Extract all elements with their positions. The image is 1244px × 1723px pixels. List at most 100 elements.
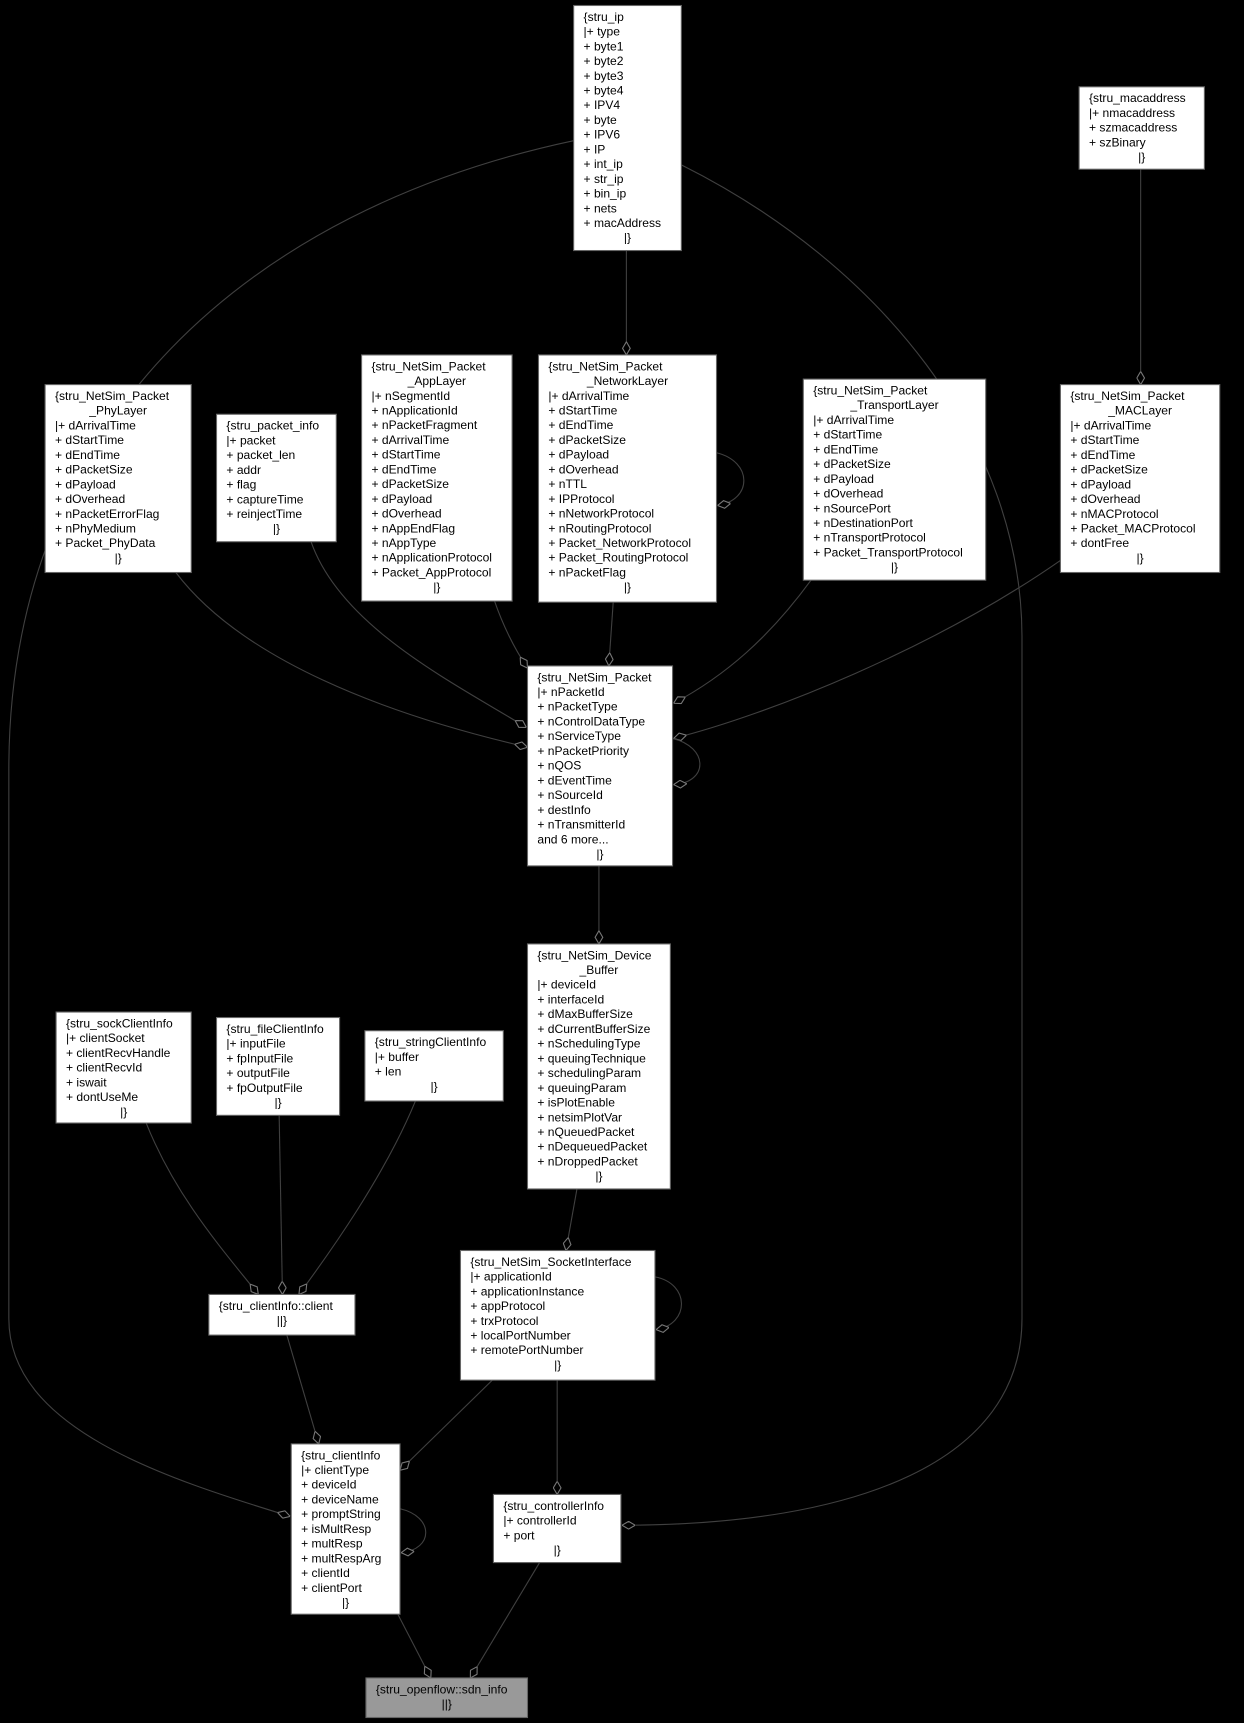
class-member: + isMultResp xyxy=(301,1522,371,1536)
class-box xyxy=(361,354,513,602)
class-node-app[interactable]: {stru_NetSim_Packet_AppLayer|+ nSegmentI… xyxy=(361,354,513,602)
class-member: + dOverhead xyxy=(1070,492,1140,506)
class-member: + remotePortNumber xyxy=(470,1343,583,1357)
class-member: + deviceName xyxy=(301,1492,379,1506)
class-box xyxy=(365,1677,529,1719)
class-member: + byte4 xyxy=(584,84,624,98)
class-member: + bin_ip xyxy=(584,187,627,201)
class-member: |+ clientSocket xyxy=(66,1031,145,1045)
class-member: + byte xyxy=(584,113,618,127)
class-member: + netsimPlotVar xyxy=(537,1110,622,1124)
class-member: + captureTime xyxy=(226,492,303,506)
class-node-macaddress[interactable]: {stru_macaddress|+ nmacaddress+ szmacadd… xyxy=(1078,86,1205,170)
class-node-phy[interactable]: {stru_NetSim_Packet_PhyLayer|+ dArrivalT… xyxy=(44,384,192,574)
edge-socket-clientinfo xyxy=(400,1379,493,1470)
class-close: |} xyxy=(596,847,603,861)
class-member: + IP xyxy=(584,142,606,156)
class-node-packet[interactable]: {stru_NetSim_Packet|+ nPacketId+ nPacket… xyxy=(526,665,674,867)
class-member: + deviceId xyxy=(301,1478,356,1492)
class-member: + dEndTime xyxy=(1070,448,1135,462)
class-box xyxy=(802,378,987,581)
class-member: |+ controllerId xyxy=(503,1514,576,1528)
class-box xyxy=(526,665,674,867)
class-member: + nMACProtocol xyxy=(1070,507,1158,521)
class-member: + clientRecvHandle xyxy=(66,1046,171,1060)
class-member: |+ inputFile xyxy=(226,1037,285,1051)
class-member: + schedulingParam xyxy=(537,1066,641,1080)
class-close: |} xyxy=(274,1096,281,1110)
class-member: |+ dArrivalTime xyxy=(813,413,894,427)
class-member: + Packet_PhyData xyxy=(55,536,156,550)
class-member: + dontFree xyxy=(1070,536,1129,550)
class-member: |+ dArrivalTime xyxy=(1070,418,1151,432)
class-node-controller[interactable]: {stru_controllerInfo|+ controllerId+ por… xyxy=(492,1493,622,1564)
class-member: + dEndTime xyxy=(55,448,120,462)
class-member: + int_ip xyxy=(584,157,624,171)
class-node-packetinfo[interactable]: {stru_packet_info|+ packet+ packet_len+ … xyxy=(215,413,337,543)
class-member: + nApplicationProtocol xyxy=(371,551,492,565)
class-title: _TransportLayer xyxy=(849,398,938,412)
class-box xyxy=(459,1249,656,1381)
class-close: |} xyxy=(554,1358,561,1372)
class-node-string[interactable]: {stru_stringClientInfo|+ buffer+ len|} xyxy=(364,1030,504,1102)
class-node-buffer[interactable]: {stru_NetSim_Device_Buffer|+ deviceId+ i… xyxy=(526,943,671,1190)
class-close: |} xyxy=(273,522,280,536)
class-node-socket[interactable]: {stru_NetSim_SocketInterface|+ applicati… xyxy=(459,1249,656,1381)
class-member: + nDroppedPacket xyxy=(537,1154,638,1168)
class-member: + nControlDataType xyxy=(537,714,645,728)
class-member: |+ deviceId xyxy=(537,978,596,992)
class-member: + nApplicationId xyxy=(371,403,457,417)
class-member: + macAddress xyxy=(584,216,662,230)
class-member: + fpInputFile xyxy=(226,1051,293,1065)
class-node-clientinfo[interactable]: {stru_clientInfo|+ clientType+ deviceId+… xyxy=(290,1443,401,1615)
class-title: _NetworkLayer xyxy=(586,374,668,388)
class-member: + trxProtocol xyxy=(470,1314,538,1328)
class-member: + clientRecvId xyxy=(66,1061,142,1075)
class-member: + IPV6 xyxy=(584,128,621,142)
edge-sock-client xyxy=(145,1122,258,1294)
class-node-client[interactable]: {stru_clientInfo::client||} xyxy=(208,1293,356,1336)
class-member: + nQueuedPacket xyxy=(537,1125,635,1139)
class-title: {stru_NetSim_Device xyxy=(537,948,651,962)
edge-phy-packet xyxy=(175,572,528,748)
class-member: + dEndTime xyxy=(548,418,613,432)
class-member: + nSchedulingType xyxy=(537,1037,640,1051)
class-node-sock[interactable]: {stru_sockClientInfo|+ clientSocket+ cli… xyxy=(55,1011,192,1124)
class-node-ip[interactable]: {stru_ip|+ type+ byte1+ byte2+ byte3+ by… xyxy=(573,4,682,252)
class-member: + dStartTime xyxy=(1070,433,1139,447)
class-node-transport[interactable]: {stru_NetSim_Packet_TransportLayer|+ dAr… xyxy=(802,378,987,581)
edge-network-self xyxy=(716,452,745,506)
class-member: + dPayload xyxy=(1070,477,1131,491)
class-member: + dMaxBufferSize xyxy=(537,1007,633,1021)
class-member: + outputFile xyxy=(226,1066,290,1080)
class-member: + byte3 xyxy=(584,69,624,83)
class-title: {stru_NetSim_Packet xyxy=(55,389,170,403)
class-node-network[interactable]: {stru_NetSim_Packet_NetworkLayer|+ dArri… xyxy=(537,354,718,603)
class-member: + nPhyMedium xyxy=(55,522,136,536)
class-member: + packet_len xyxy=(226,448,295,462)
class-close: |} xyxy=(891,560,898,574)
class-member: + dEndTime xyxy=(813,442,878,456)
class-member: + nPacketType xyxy=(537,700,618,714)
class-title: _PhyLayer xyxy=(88,404,147,418)
class-member: + applicationInstance xyxy=(470,1284,584,1298)
class-member: |+ nPacketId xyxy=(537,685,604,699)
class-box xyxy=(55,1011,192,1124)
class-box xyxy=(44,384,192,574)
class-title: {stru_NetSim_Packet xyxy=(813,383,928,397)
class-member: + szmacaddress xyxy=(1089,121,1177,135)
class-close: |} xyxy=(624,231,631,245)
class-node-file[interactable]: {stru_fileClientInfo|+ inputFile+ fpInpu… xyxy=(215,1016,341,1116)
class-member: + dStartTime xyxy=(371,448,440,462)
class-member: + reinjectTime xyxy=(226,507,302,521)
edges xyxy=(8,140,1141,1678)
class-node-sdn[interactable]: {stru_openflow::sdn_info||} xyxy=(365,1677,529,1719)
class-member: + dOverhead xyxy=(548,462,618,476)
class-member: + nPacketPriority xyxy=(537,744,630,758)
class-member: + nRoutingProtocol xyxy=(548,521,651,535)
class-node-mac[interactable]: {stru_NetSim_Packet_MACLayer|+ dArrivalT… xyxy=(1059,384,1221,574)
class-member: + nQOS xyxy=(537,759,581,773)
class-member: + nPacketFragment xyxy=(371,418,477,432)
class-member: + appProtocol xyxy=(470,1299,545,1313)
class-member: |+ clientType xyxy=(301,1463,369,1477)
